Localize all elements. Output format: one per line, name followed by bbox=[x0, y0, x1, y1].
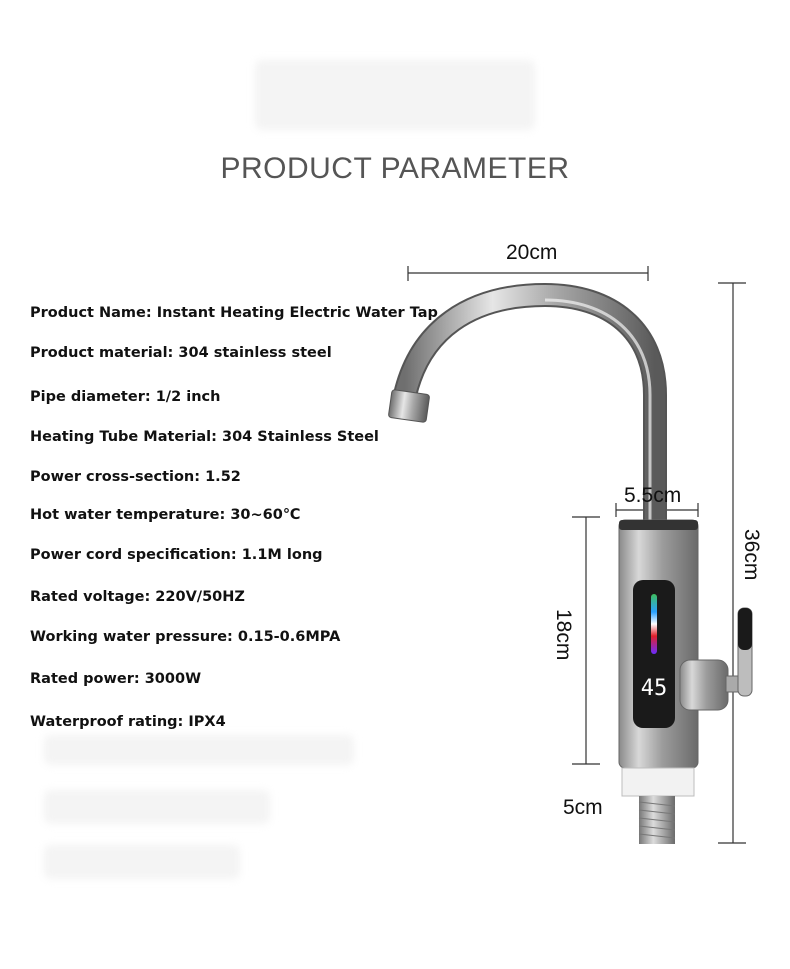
dimension-total-height-line bbox=[718, 282, 746, 844]
spec-material: Product material: 304 stainless steel bbox=[30, 345, 332, 361]
faded-block bbox=[44, 735, 354, 765]
dimension-thread-label: 5cm bbox=[563, 796, 603, 819]
spec-power-cross-section: Power cross-section: 1.52 bbox=[30, 469, 241, 485]
dimension-body-width-label: 5.5cm bbox=[624, 484, 682, 507]
temperature-bar bbox=[651, 594, 657, 654]
dimension-body-height-line bbox=[572, 516, 600, 765]
spec-waterproof-rating: Waterproof rating: IPX4 bbox=[30, 714, 226, 730]
dimension-total-height-label: 36cm bbox=[740, 529, 763, 581]
base-collar bbox=[621, 767, 695, 797]
faded-block bbox=[44, 790, 270, 824]
temperature-readout: 45 bbox=[641, 676, 668, 701]
spec-product-name: Product Name: Instant Heating Electric W… bbox=[30, 305, 438, 321]
nozzle bbox=[388, 389, 430, 423]
spec-heating-tube: Heating Tube Material: 304 Stainless Ste… bbox=[30, 429, 379, 445]
spec-hot-water-temperature: Hot water temperature: 30~60℃ bbox=[30, 507, 301, 523]
spec-rated-power: Rated power: 3000W bbox=[30, 671, 202, 687]
spec-rated-voltage: Rated voltage: 220V/50HZ bbox=[30, 589, 245, 605]
dimension-width-label: 20cm bbox=[506, 241, 558, 264]
spec-pipe-diameter: Pipe diameter: 1/2 inch bbox=[30, 389, 221, 405]
faded-watermark bbox=[255, 60, 535, 130]
spec-water-pressure: Working water pressure: 0.15-0.6MPA bbox=[30, 629, 341, 645]
valve-cylinder bbox=[679, 659, 729, 711]
spec-power-cord: Power cord specification: 1.1M long bbox=[30, 547, 323, 563]
faded-block bbox=[44, 845, 240, 879]
dimension-width-line bbox=[407, 266, 649, 281]
page-title: PRODUCT PARAMETER bbox=[220, 152, 570, 185]
dimension-body-height-label: 18cm bbox=[552, 609, 575, 661]
